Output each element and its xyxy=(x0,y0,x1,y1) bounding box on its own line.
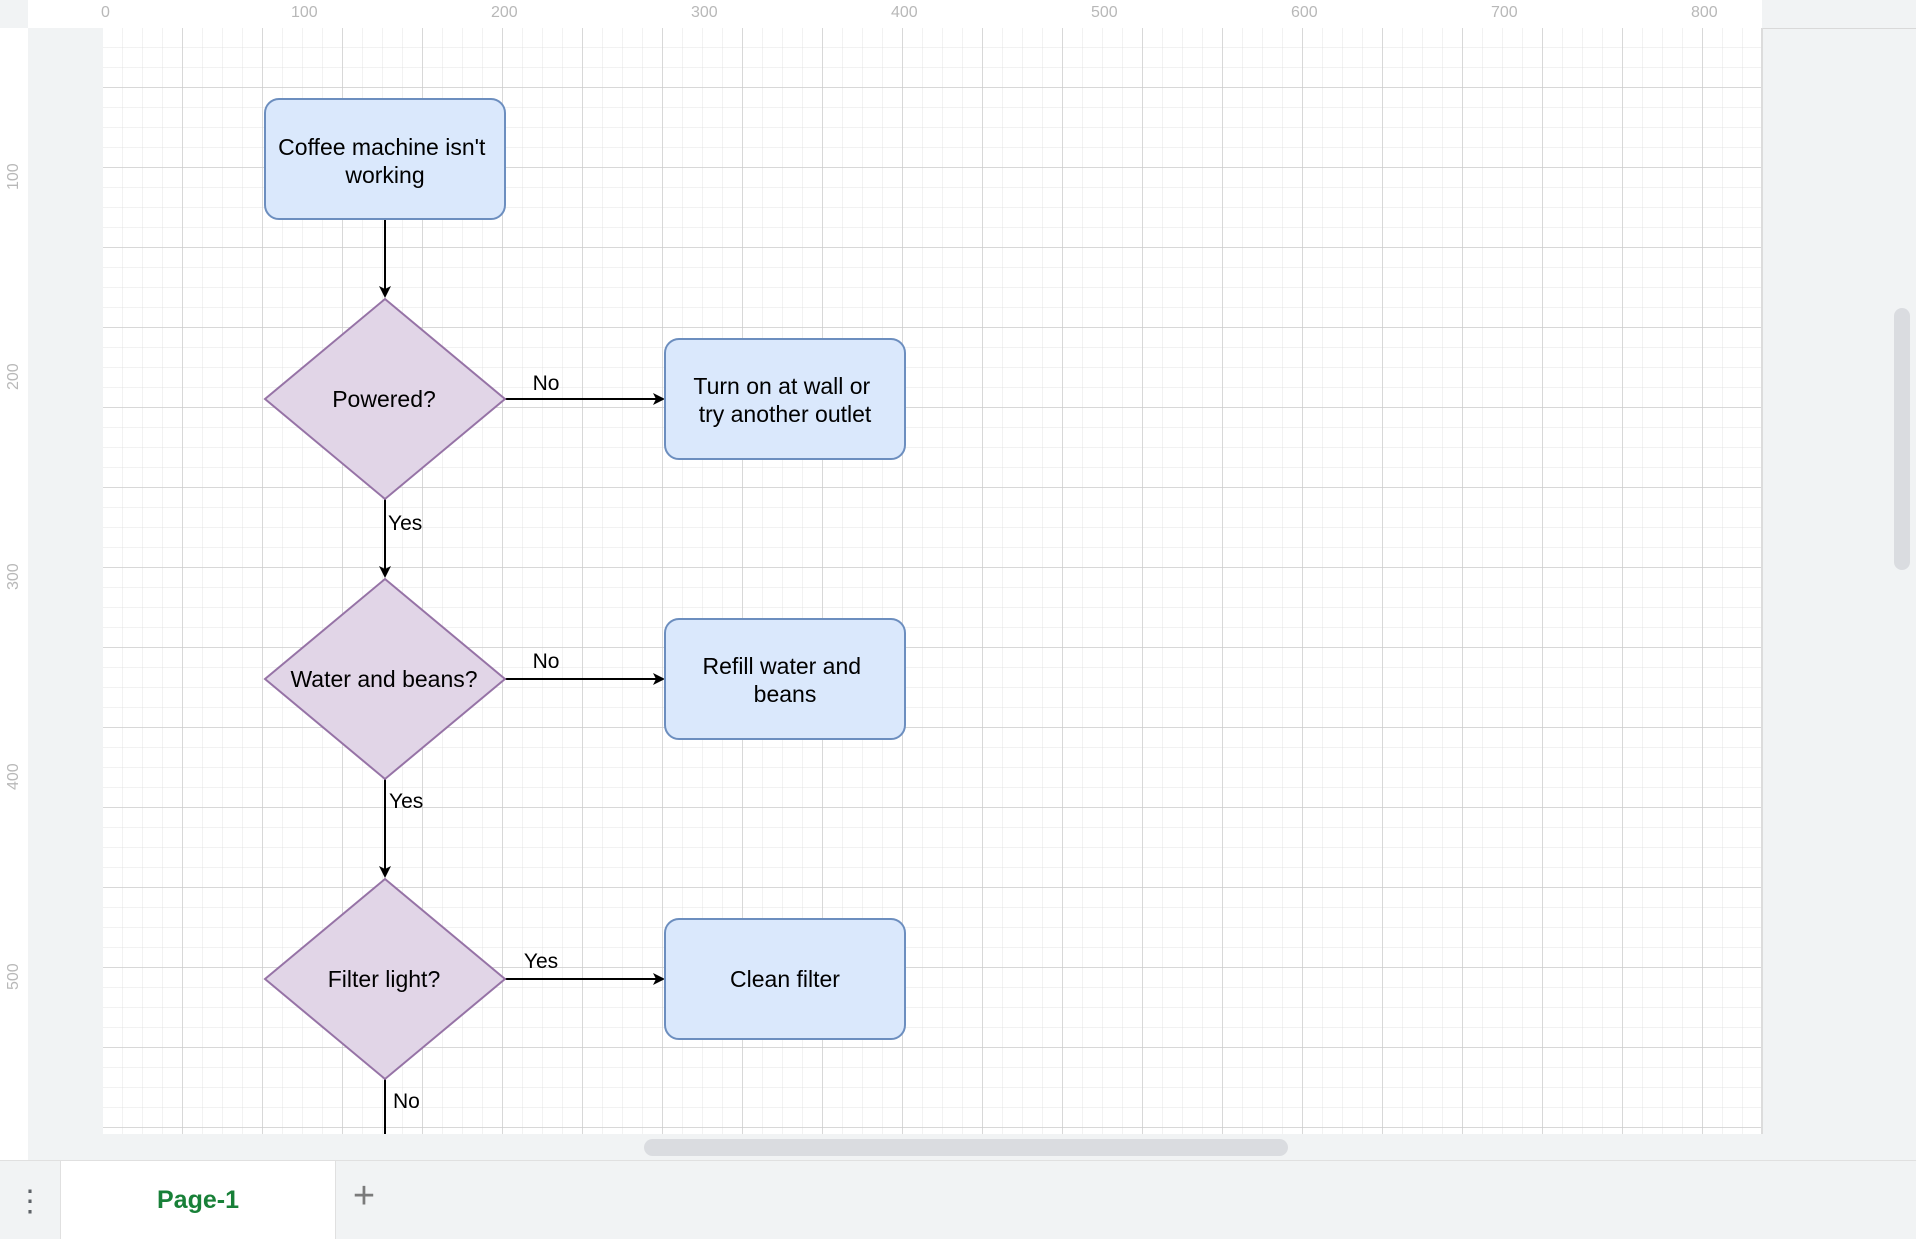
page-bar: ⋮ Page-1 + xyxy=(0,1160,1916,1239)
ruler-top-label: 0 xyxy=(101,4,110,21)
edge-label-filter-yes: Yes xyxy=(524,950,558,973)
decision-water-label: Water and beans? xyxy=(290,666,477,692)
edge-label-filter-no: No xyxy=(393,1090,420,1113)
edge-label-powered-yes: Yes xyxy=(388,512,422,535)
horizontal-scrollbar[interactable] xyxy=(644,1139,1288,1156)
action-refill-node[interactable] xyxy=(664,618,906,740)
decision-water[interactable] xyxy=(263,577,507,781)
flowchart: No Yes No Yes Yes No Coffee machine isn'… xyxy=(263,98,906,1134)
ruler-top-label: 200 xyxy=(491,4,518,21)
action-filter-node[interactable] xyxy=(664,918,906,1040)
tab-page-1-label: Page-1 xyxy=(157,1186,239,1214)
vertical-scrollbar[interactable] xyxy=(1894,308,1910,570)
tab-page-1[interactable]: Page-1 xyxy=(60,1161,336,1239)
start-node-line: working xyxy=(344,162,424,188)
action-power-line: try another outlet xyxy=(699,401,872,427)
decision-filter[interactable] xyxy=(263,877,507,1081)
action-refill-line: beans xyxy=(754,681,817,707)
start-node-line: Coffee machine isn't xyxy=(278,134,486,160)
ruler-top-label: 400 xyxy=(891,4,918,21)
plus-icon[interactable]: + xyxy=(352,1175,376,1217)
action-power-line: Turn on at wall or xyxy=(693,373,870,399)
action-refill-line: Refill water and xyxy=(703,653,862,679)
edge-label-water-no: No xyxy=(533,650,560,673)
action-power-node[interactable] xyxy=(664,338,906,460)
more-vertical-icon[interactable]: ⋮ xyxy=(15,1185,45,1218)
ruler-top-label: 300 xyxy=(691,4,718,21)
ruler-top-label: 600 xyxy=(1291,4,1318,21)
action-filter-label: Clean filter xyxy=(730,966,840,992)
ruler-top-label: 700 xyxy=(1491,4,1518,21)
decision-powered-label: Powered? xyxy=(332,386,436,412)
start-node[interactable] xyxy=(264,98,506,220)
decision-powered[interactable] xyxy=(263,297,507,501)
start-node-label: Coffee machine isn't working xyxy=(278,134,492,188)
edge-label-powered-no: No xyxy=(533,372,560,395)
action-refill-label: Refill water and beans xyxy=(703,653,868,707)
ruler-top: 0 100 200 300 400 500 600 700 800 xyxy=(28,0,1762,29)
ruler-top-label: 800 xyxy=(1691,4,1718,21)
ruler-corner xyxy=(0,0,28,28)
action-power-label: Turn on at wall or try another outlet xyxy=(693,373,876,427)
ruler-top-right xyxy=(1762,0,1916,29)
ruler-top-label: 500 xyxy=(1091,4,1118,21)
ruler-top-label: 100 xyxy=(291,4,318,21)
edge-label-water-yes: Yes xyxy=(389,790,423,813)
decision-filter-label: Filter light? xyxy=(328,966,440,992)
